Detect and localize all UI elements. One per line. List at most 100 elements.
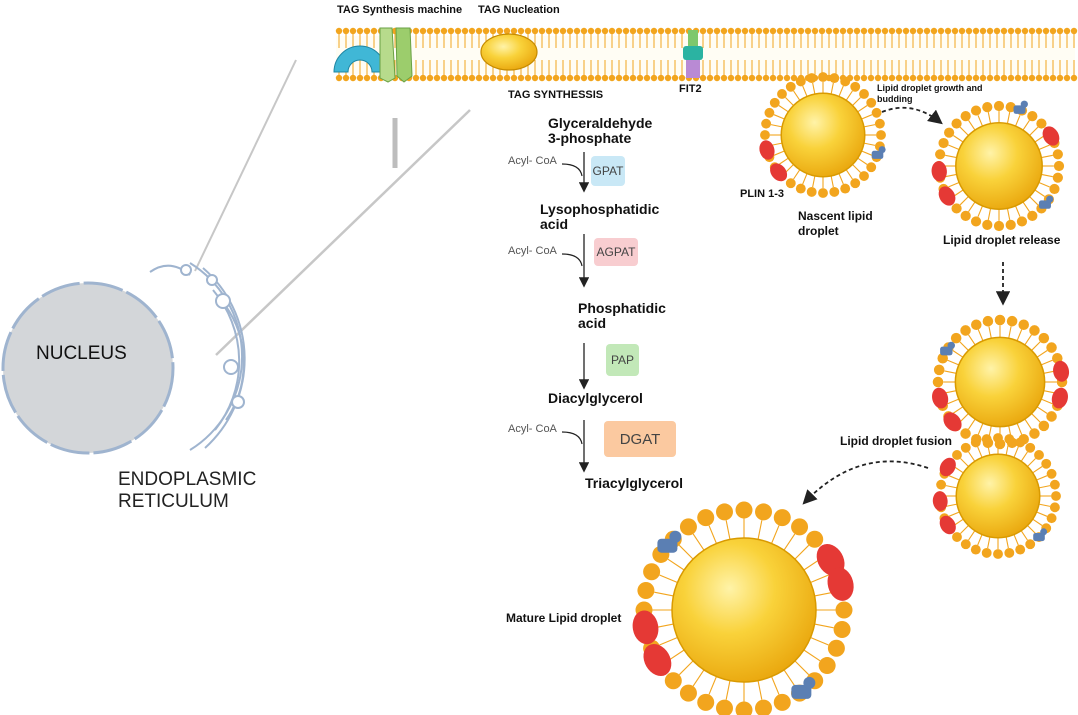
droplet-lipid-head <box>994 314 1006 326</box>
lipid-head <box>615 74 623 82</box>
acyl-coa-label-1: Acyl- CoA <box>508 155 557 167</box>
droplet-lipid-head <box>1051 491 1061 501</box>
enzyme-pap: PAP <box>606 344 639 376</box>
droplet-lipid-head <box>1053 160 1065 172</box>
metabolite-pa-line1: Phosphatidic <box>578 300 666 316</box>
lipid-head <box>342 27 350 35</box>
lipid-head <box>1007 74 1015 82</box>
droplet-core <box>955 122 1043 210</box>
growth-budding-line2: budding <box>877 94 913 104</box>
droplet-lipid-head <box>1006 315 1018 327</box>
droplet-lipid-tail <box>988 326 992 339</box>
enzyme-agpat: AGPAT <box>594 238 638 266</box>
lipid-head <box>608 27 616 35</box>
lipid-head <box>643 74 651 82</box>
droplet-lipid-tail <box>948 144 960 150</box>
lipid-head <box>748 74 756 82</box>
lipid-head <box>937 74 945 82</box>
droplet-lipid-head <box>970 437 981 448</box>
droplet-lipid-head <box>1025 539 1036 550</box>
droplet-lipid-head <box>951 118 962 129</box>
lipid-head <box>454 27 462 35</box>
lipid-head <box>538 74 546 82</box>
enzyme-dgat: DGAT <box>604 421 676 457</box>
droplet-lipid-tail <box>785 164 794 173</box>
metabolite-tag-line1: Triacylglycerol <box>585 475 684 491</box>
droplet-lipid-tail <box>725 520 731 540</box>
droplet-lipid-tail <box>812 175 816 188</box>
droplet-lipid-tail <box>1006 208 1011 220</box>
droplet-lipid-tail <box>1015 205 1021 217</box>
lipid-head <box>839 27 847 35</box>
droplet-lipid-tail <box>1005 536 1009 549</box>
lipid-head <box>468 27 476 35</box>
perilipin-icon <box>943 412 962 432</box>
droplet-lipid-tail <box>987 443 991 456</box>
perilipin-icon <box>759 140 775 160</box>
droplet-lipid-tail <box>945 485 958 489</box>
lipid-head <box>349 27 357 35</box>
growth-arrow <box>881 106 943 125</box>
droplet-lipid-tail <box>692 533 705 551</box>
droplet-lipid-head <box>960 539 971 550</box>
droplet-lipid-tail <box>1029 196 1039 206</box>
droplet-lipid-head <box>993 433 1003 443</box>
nascent-droplet-label: Nascent lipid droplet <box>798 209 873 239</box>
droplet-lipid-tail <box>830 82 834 95</box>
lipid-head <box>461 74 469 82</box>
lipid-head <box>447 74 455 82</box>
droplet-protein-icon <box>1033 532 1045 542</box>
lipid-head <box>1063 27 1071 35</box>
lipid-head <box>783 74 791 82</box>
droplet-lipid-head <box>764 107 775 118</box>
droplet-lipid-head <box>806 186 817 197</box>
metabolite-g3p-line2: 3-phosphate <box>548 130 632 146</box>
droplet-lipid-tail <box>654 591 674 597</box>
metabolite-lpa: Lysophosphatidic acid <box>540 202 659 232</box>
droplet-lipid-tail <box>857 105 868 113</box>
droplet-lipid-head <box>840 183 851 194</box>
lipid-head <box>762 27 770 35</box>
lipid-head <box>671 27 679 35</box>
lipid-head <box>867 27 875 35</box>
lipid-head <box>713 74 721 82</box>
lipid-head <box>727 74 735 82</box>
lipid-head <box>741 74 749 82</box>
droplet-lipid-tail <box>948 182 960 188</box>
lipid-head <box>1021 27 1029 35</box>
lipid-head <box>811 27 819 35</box>
lipid-head <box>566 74 574 82</box>
lipid-head <box>797 27 805 35</box>
droplet-lipid-tail <box>771 525 780 544</box>
lipid-head <box>825 27 833 35</box>
fit2-bottom-icon <box>686 60 700 78</box>
lipid-head <box>559 27 567 35</box>
droplet-lipid-head <box>960 210 971 221</box>
lipid-head <box>776 74 784 82</box>
droplet-protein-icon <box>803 676 816 689</box>
lipid-head <box>517 74 525 82</box>
droplet-lipid-head <box>1052 149 1063 160</box>
droplet-lipid-tail <box>659 637 678 646</box>
droplet-core <box>671 537 817 683</box>
droplet-lipid-tail <box>793 90 801 101</box>
droplet-lipid-tail <box>1016 329 1023 341</box>
droplet-lipid-tail <box>968 334 976 346</box>
droplet-protein-icon <box>1046 195 1054 203</box>
droplet-lipid-head <box>982 102 993 113</box>
lipid-head <box>496 27 504 35</box>
lipid-head <box>755 27 763 35</box>
nucleus-icon <box>1 281 175 455</box>
droplet-lipid-tail <box>968 451 976 462</box>
droplet-lipid-tail <box>945 154 957 159</box>
droplet-lipid-tail <box>1031 413 1041 423</box>
droplet-lipid-tail <box>1032 518 1043 526</box>
droplet-core <box>954 336 1046 428</box>
lipid-head <box>874 27 882 35</box>
perilipin-icon <box>932 491 948 511</box>
droplet-lipid-tail <box>947 398 959 405</box>
fit2-mid-icon <box>683 46 703 60</box>
lipid-head <box>510 27 518 35</box>
lipid-head <box>1042 27 1050 35</box>
droplet-lipid-head <box>735 501 753 519</box>
